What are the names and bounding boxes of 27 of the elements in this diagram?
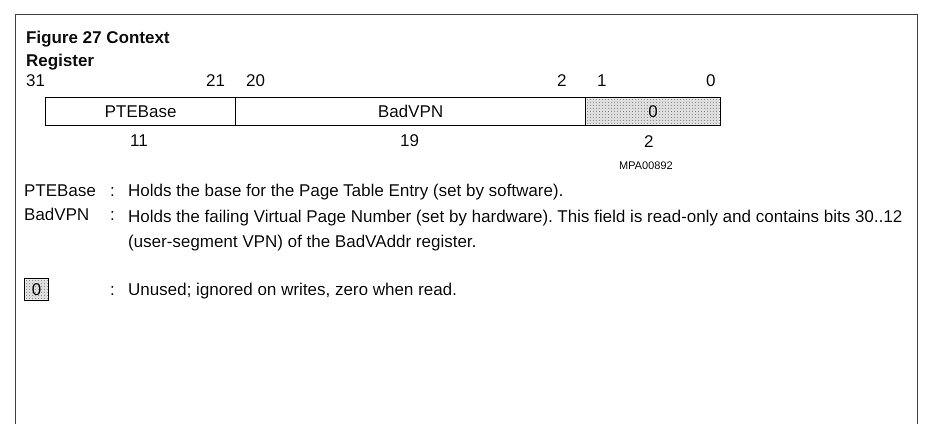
bit-number: 31 [26,70,45,92]
field-width: 2 [644,131,654,153]
register-field [235,97,586,126]
field-description: Holds the base for the Page Table Entry (set by software). [128,180,564,202]
separator: : [110,204,115,226]
separator: : [110,180,115,202]
bit-number: 21 [206,70,225,92]
field-name: BadVPN [378,102,444,122]
field-term: PTEBase [24,180,96,202]
field-width: 11 [130,130,148,152]
bit-number: 1 [597,70,606,92]
reserved-field [585,97,721,126]
field-name: PTEBase [104,102,176,122]
field-description: Holds the failing Virtual Page Number (set by hardware). This field is read-only and contains bits 30..12 (user-segment VPN) of the BadVAddr register. [128,206,904,253]
bit-number: 20 [246,70,265,92]
register-field [45,97,236,126]
bit-number: 0 [706,70,716,92]
field-term: BadVPN [24,204,90,226]
reserved-field [24,278,49,301]
separator: : [110,279,115,301]
field-description: Unused; ignored on writes, zero when read. [128,279,457,301]
bit-number: 2 [557,70,566,92]
field-name: 0 [648,102,658,122]
field-width: 19 [400,130,419,152]
field-name: 0 [32,280,42,300]
figure-id: MPA00892 [619,159,673,174]
figure-title: Figure 27 Context Register [26,27,171,72]
